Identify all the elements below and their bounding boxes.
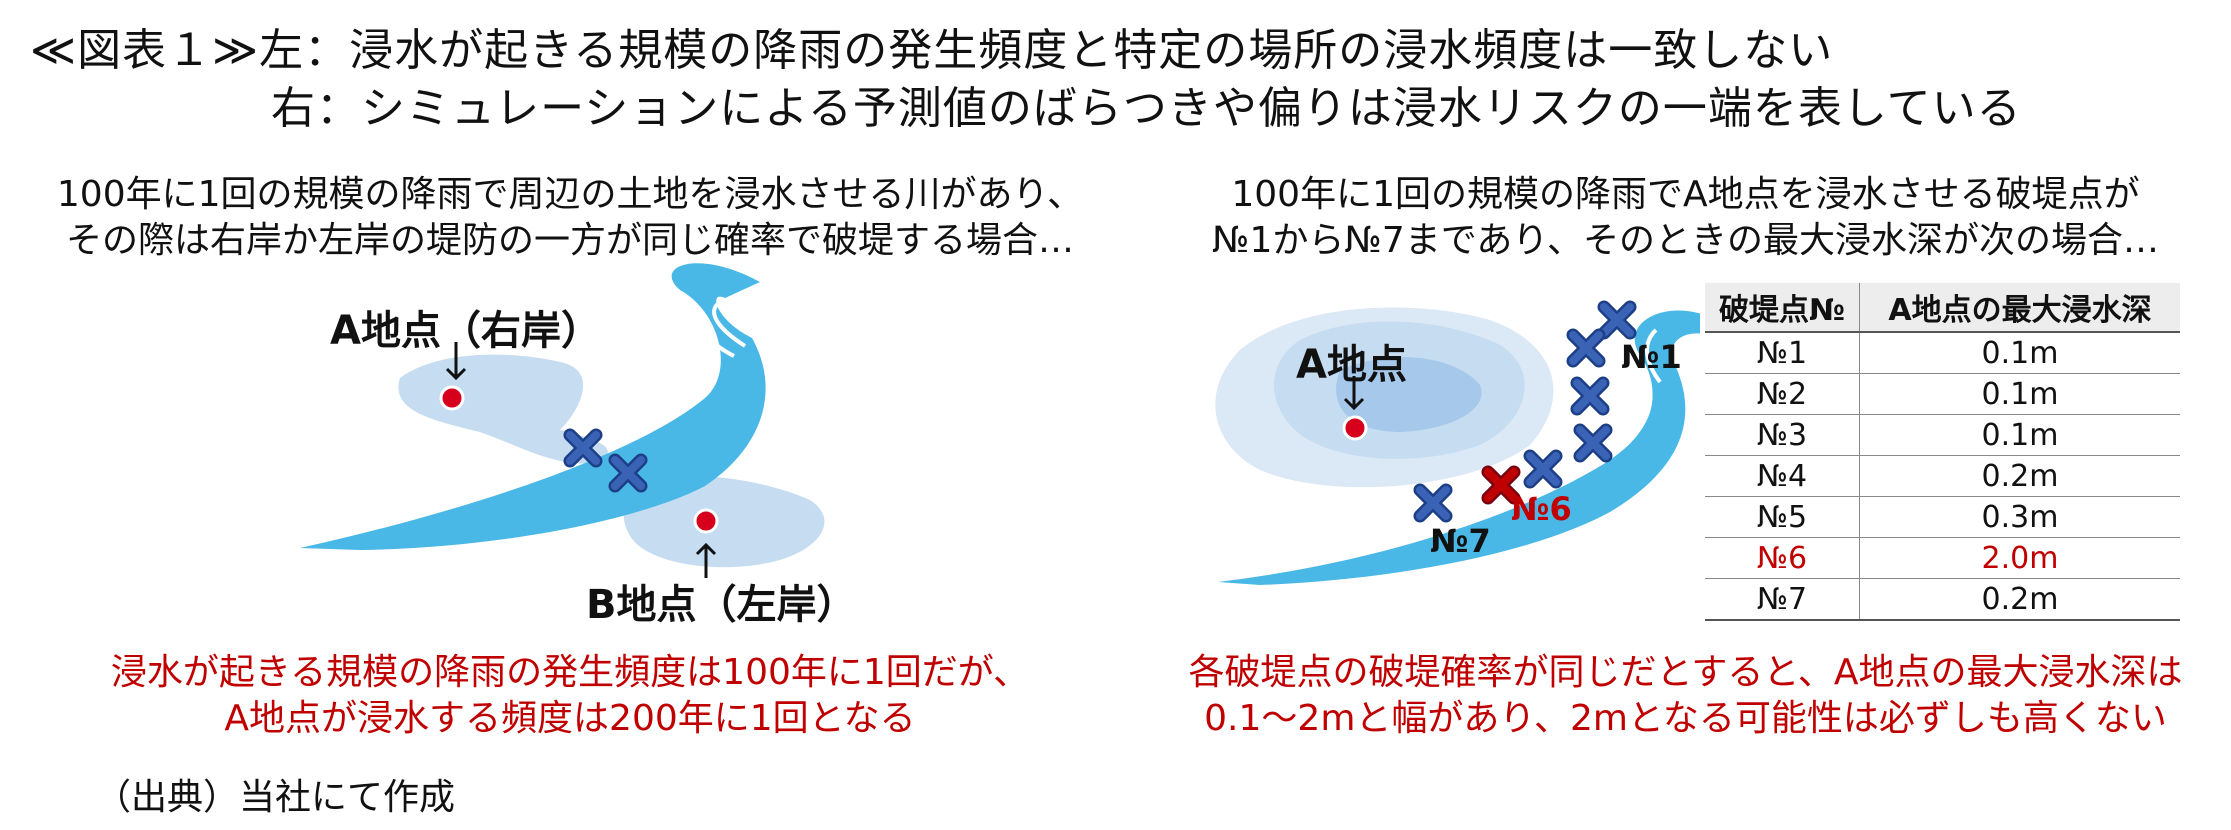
left-river [300, 263, 766, 550]
table-row: №4 0.2m [1705, 455, 2180, 497]
right-conclusion-line-1: 各破堤点の破堤確率が同じだとすると、A地点の最大浸水深は [1188, 652, 2183, 693]
breach-cross-5 [1523, 449, 1563, 489]
cell-point: №5 [1705, 496, 1860, 538]
table-row: №5 0.3m [1705, 496, 2180, 538]
arrow-b [695, 542, 717, 578]
right-label-point-a: A地点 [1296, 342, 1407, 388]
cell-depth: 0.1m [1859, 331, 2180, 374]
table-row: №2 0.1m [1705, 373, 2180, 415]
cell-depth: 2.0m [1859, 537, 2180, 579]
right-arrow-a [1343, 376, 1365, 411]
cell-point: №3 [1705, 414, 1860, 456]
cell-point: №1 [1705, 331, 1860, 374]
label-point-b-left-bank: B地点（左岸） [586, 582, 857, 628]
point-a-marker [439, 385, 465, 411]
left-conclusion-line-2: A地点が浸水する頻度は200年に1回となる [224, 698, 916, 739]
breach-cross-6 [1481, 465, 1521, 505]
label-point-a-right-bank: A地点（右岸） [330, 308, 601, 354]
label-no7: №7 [1430, 522, 1491, 560]
cell-point: №6 [1705, 537, 1860, 579]
table-row-highlighted: №6 2.0m [1705, 537, 2180, 579]
figure-number: ≪図表１≫ [30, 25, 260, 76]
breach-cross-7 [1413, 483, 1453, 523]
title-line-2: 右：シミュレーションによる予測値のばらつきや偏りは浸水リスクの一端を表している [271, 83, 2022, 134]
label-no6: №6 [1511, 490, 1572, 528]
cell-point: №4 [1705, 455, 1860, 497]
header-breach-point: 破堤点№ [1705, 283, 1860, 333]
label-no1: №1 [1621, 338, 1682, 376]
table-row: №3 0.1m [1705, 414, 2180, 456]
source-note: （出典）当社にて作成 [95, 777, 456, 818]
cell-depth: 0.2m [1859, 578, 2180, 621]
flood-area-a-layers [1215, 307, 1554, 488]
right-condition-line-1: 100年に1回の規模の降雨でA地点を浸水させる破堤点が [1231, 174, 2140, 215]
breach-cross-1 [1597, 300, 1637, 340]
left-conclusion-line-1: 浸水が起きる規模の降雨の発生頻度は100年に1回だが、 [110, 652, 1030, 693]
cell-point: №2 [1705, 373, 1860, 415]
flood-area-a [398, 354, 608, 464]
breach-cross-right-bank [563, 428, 603, 468]
left-condition-line-2: その際は右岸か左岸の堤防の一方が同じ確率で破堤する場合… [65, 220, 1074, 261]
breach-depth-table: 破堤点№ A地点の最大浸水深 №1 0.1m №2 0.1m №3 0.1m №… [1705, 283, 2180, 621]
right-condition-line-2: №1から№7まであり、そのときの最大浸水深が次の場合… [1212, 220, 2159, 261]
header-max-depth: A地点の最大浸水深 [1859, 283, 2180, 333]
left-condition-line-1: 100年に1回の規模の降雨で周辺の土地を浸水させる川があり、 [56, 174, 1084, 215]
left-river-diagram [300, 263, 825, 578]
breach-cross-2 [1566, 328, 1606, 368]
arrow-a [445, 342, 467, 381]
right-conclusion-line-2: 0.1～2mと幅があり、2mとなる可能性は必ずしも高くない [1204, 698, 2167, 739]
figure-title: ≪図表１≫左：浸水が起きる規模の降雨の発生頻度と特定の場所の浸水頻度は一致しない [30, 22, 1833, 80]
breach-cross-4 [1573, 423, 1613, 463]
right-river-diagram [1215, 300, 1700, 585]
table-row: №7 0.2m [1705, 578, 2180, 621]
table-header-row: 破堤点№ A地点の最大浸水深 [1705, 283, 2180, 333]
breach-cross-3 [1570, 376, 1610, 416]
right-river [1218, 310, 1700, 585]
breach-cross-left-bank [608, 453, 648, 493]
title-line-1: 左：浸水が起きる規模の降雨の発生頻度と特定の場所の浸水頻度は一致しない [259, 25, 1834, 76]
cell-point: №7 [1705, 578, 1860, 621]
cell-depth: 0.3m [1859, 496, 2180, 538]
cell-depth: 0.1m [1859, 414, 2180, 456]
right-point-a-marker [1342, 415, 1368, 441]
table-row: №1 0.1m [1705, 331, 2180, 374]
cell-depth: 0.2m [1859, 455, 2180, 497]
point-b-marker [693, 508, 719, 534]
cell-depth: 0.1m [1859, 373, 2180, 415]
